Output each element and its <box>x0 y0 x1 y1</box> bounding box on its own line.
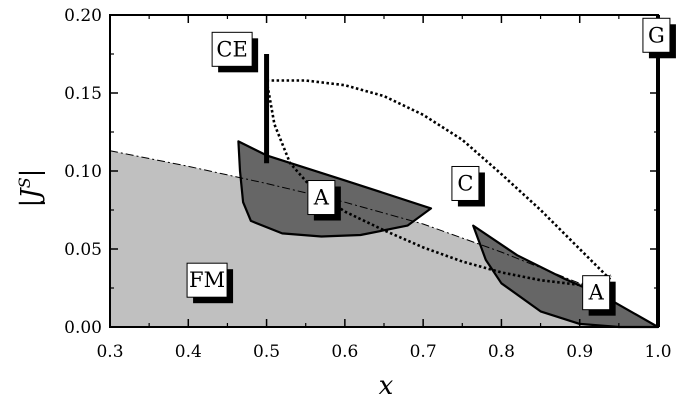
y-tick-label: 0.00 <box>64 318 102 338</box>
region-label-text: FM <box>189 268 225 292</box>
region-label-text: A <box>588 281 605 305</box>
x-tick-label: 0.6 <box>331 342 358 362</box>
y-axis-label-suffix: | <box>16 169 46 178</box>
x-tick-label: 0.3 <box>96 342 123 362</box>
tick-labels-layer: 0.3 0.4 0.5 0.6 0.7 0.8 0.9 1.0 0.00 0.05 0.10 0.15… <box>64 6 671 362</box>
region-label-box <box>211 31 253 67</box>
region-label-g: G <box>642 17 676 59</box>
region-label-box <box>186 262 228 298</box>
y-tick-label: 0.15 <box>64 84 102 104</box>
y-tick-label: 0.20 <box>64 6 102 26</box>
region-label-text: G <box>648 23 665 47</box>
y-axis-label-superscript: S <box>15 177 34 188</box>
region-label-fm: FM <box>186 262 234 304</box>
x-tick-label: 1.0 <box>644 342 671 362</box>
fm-boundary-line <box>109 150 659 328</box>
x-tick-label: 0.9 <box>566 342 593 362</box>
region-labels-layer: CE A C FM A G <box>186 17 676 316</box>
y-axis-label: |JS| <box>15 169 47 208</box>
x-tick-label: 0.8 <box>488 342 515 362</box>
y-tick-label: 0.05 <box>64 240 102 260</box>
region-label-text: CE <box>216 37 247 61</box>
region-label-box <box>642 17 671 53</box>
region-label-box <box>307 180 336 216</box>
c-curve-upper <box>266 79 612 282</box>
x-tick-label: 0.4 <box>175 342 202 362</box>
region-label-a: A <box>307 180 341 221</box>
regions-layer <box>110 140 660 329</box>
x-tick-label: 0.7 <box>410 342 437 362</box>
y-axis-label-prefix: |J <box>16 187 46 208</box>
region-label-text: A <box>313 186 330 210</box>
region-label-box <box>582 275 611 311</box>
region-label-box <box>451 165 480 201</box>
region-label-c: C <box>451 165 485 207</box>
y-tick-label: 0.10 <box>64 162 102 182</box>
region-label-a: A <box>582 275 616 316</box>
region-label-ce: CE <box>211 31 259 73</box>
region-label-text: C <box>457 171 473 195</box>
x-axis-label: x <box>379 371 394 400</box>
x-tick-label: 0.5 <box>253 342 280 362</box>
